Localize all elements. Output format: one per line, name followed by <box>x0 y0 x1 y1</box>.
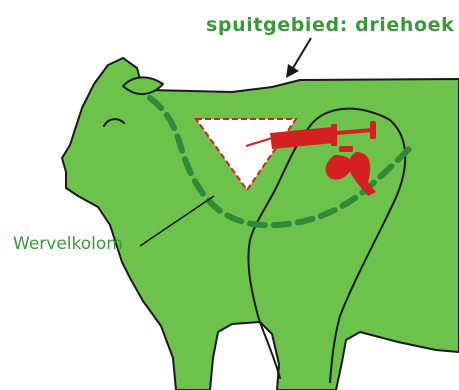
spine-label: Wervelkolom <box>13 236 123 253</box>
injection-area-label: spuitgebied: driehoek <box>206 16 454 35</box>
arrow-icon <box>286 38 311 78</box>
